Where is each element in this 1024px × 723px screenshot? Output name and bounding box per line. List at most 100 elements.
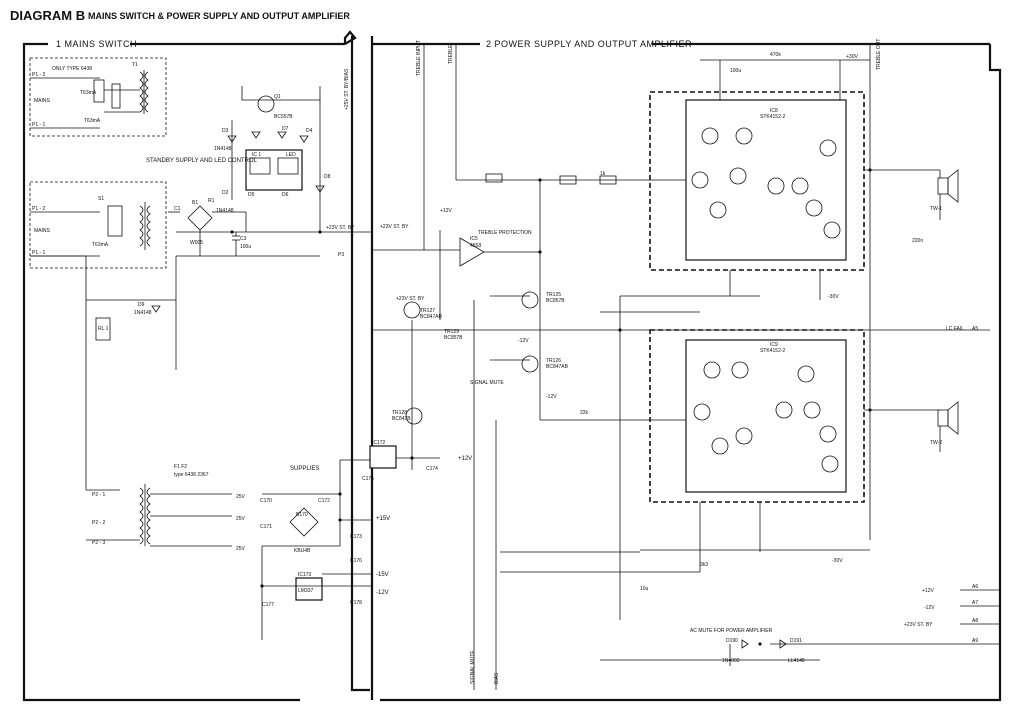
r-470k: 470k bbox=[770, 52, 781, 58]
standby-d7: D7 bbox=[282, 126, 289, 132]
d190-type: 1N4002 bbox=[722, 658, 740, 664]
a6-label: A6 bbox=[972, 584, 978, 590]
output-ic-top bbox=[649, 91, 865, 271]
section-amp-label: 2 POWER SUPPLY AND OUTPUT AMPLIFIER bbox=[486, 39, 692, 49]
treble-input-area bbox=[372, 44, 640, 690]
supplies-c173: C173 bbox=[350, 534, 362, 540]
section-mains-label: 1 MAINS SWITCH bbox=[56, 39, 137, 49]
tr128-type: BC847B bbox=[392, 416, 411, 422]
amp-minus12v-a: -12V bbox=[546, 394, 557, 400]
d9-type: 1N4148 bbox=[134, 310, 152, 316]
port-plus23v: +23V ST. BY bbox=[904, 622, 933, 628]
standby-c3-val: 100u bbox=[240, 244, 251, 250]
supplies-p2c: P2 - 3 bbox=[92, 540, 106, 546]
standby-d5: D5 bbox=[248, 192, 255, 198]
supplies-ic173: IC173 bbox=[298, 572, 312, 578]
signal-mute-label: SIGNAL MUTE bbox=[470, 380, 504, 386]
supplies-f1: F1 F2 bbox=[174, 464, 187, 470]
supplies-ic173-type: LM337 bbox=[298, 588, 314, 594]
supplies-plus12v: +12V bbox=[458, 456, 472, 462]
supplies-c178: C178 bbox=[350, 600, 362, 606]
supplies-c175: C175 bbox=[362, 476, 374, 482]
r-3k3: 3k3 bbox=[700, 562, 708, 568]
standby-d8: D8 bbox=[324, 174, 331, 180]
signal-mute-vertical: SIGNAL MUTE bbox=[470, 650, 476, 684]
a7-label: A7 bbox=[972, 600, 978, 606]
mains-t1: T1 bbox=[132, 62, 138, 68]
relay-area bbox=[30, 255, 177, 370]
treble-label: TREBLE bbox=[448, 44, 454, 64]
mains-label-mid: MAINS bbox=[34, 228, 51, 234]
tr129-label: TR129 bbox=[444, 329, 459, 335]
standby-led: LED bbox=[286, 152, 296, 158]
standby-r1: R1 bbox=[208, 198, 215, 204]
mains-s1: S1 bbox=[98, 196, 104, 202]
tr129-type: BC857B bbox=[444, 335, 463, 341]
supplies-p2a: P2 - 1 bbox=[92, 492, 106, 498]
relay-label: RL 1 bbox=[98, 326, 109, 332]
port-minus12v: -12V bbox=[924, 605, 935, 611]
standby-b1-type: W005 bbox=[190, 240, 203, 246]
supplies-ic172: IC172 bbox=[372, 440, 386, 446]
supplies-b170-type: KBU4B bbox=[294, 548, 311, 554]
ac-mute-label: AC MUTE FOR POWER AMPLIFIER bbox=[690, 628, 773, 634]
supplies-c171: C171 bbox=[260, 524, 272, 530]
ic5-label: IC5 bbox=[470, 236, 478, 242]
tweeter-1 bbox=[937, 169, 959, 220]
c-10u: 10u bbox=[640, 586, 649, 592]
tr126-type: BC847AB bbox=[546, 364, 569, 370]
mains-block-top bbox=[29, 57, 167, 137]
junction-dots bbox=[230, 168, 872, 646]
d191-label: D191 bbox=[790, 638, 802, 644]
standby-circuit bbox=[168, 86, 372, 257]
ic5-type: 4558 bbox=[470, 243, 481, 249]
supplies-minus15v: -15V bbox=[376, 572, 389, 578]
supplies-minus12v: -12V bbox=[376, 590, 389, 596]
supplies-plus15v: +15V bbox=[376, 516, 390, 522]
standby-q1: Q1 bbox=[274, 94, 281, 100]
standby-d2-type: 1N4148 bbox=[216, 208, 234, 214]
a8-label: A8 bbox=[972, 618, 978, 624]
treble-protection-label: TREBLE PROTECTION bbox=[478, 230, 532, 236]
standby-ic1: IC 1 bbox=[252, 152, 261, 158]
d190-label: D190 bbox=[726, 638, 738, 644]
treble-out-label: TREBLE OUT bbox=[876, 39, 882, 70]
c-220n: 220n bbox=[912, 238, 923, 244]
standby-q1-type: BC557B bbox=[274, 114, 293, 120]
supplies-c176: C176 bbox=[350, 558, 362, 564]
output-ic-bottom bbox=[649, 329, 865, 503]
supplies-p2b: P2 - 2 bbox=[92, 520, 106, 526]
mains-label-top: MAINS bbox=[34, 98, 51, 104]
amp-plus23v-st: +23V ST. BY bbox=[396, 296, 425, 302]
standby-d4: D4 bbox=[306, 128, 313, 134]
diagram-title: DIAGRAM B bbox=[10, 8, 85, 23]
supplies-label: SUPPLIES bbox=[290, 466, 319, 472]
tr125-type: BC857B bbox=[546, 298, 565, 304]
standby-b1: B1 bbox=[192, 200, 198, 206]
bias-vertical: BIAS bbox=[494, 672, 500, 684]
standby-d2: D2 bbox=[222, 190, 229, 196]
standby-c3: C3 bbox=[240, 236, 247, 242]
standby-c1: C1 bbox=[174, 206, 181, 212]
standby-d6: D6 bbox=[282, 192, 289, 198]
ic-top-type: STK4152-2 bbox=[760, 114, 786, 120]
standby-d3: D3 bbox=[222, 128, 229, 134]
d191-type: LL4148 bbox=[788, 658, 805, 664]
lc-fail-label: LC FAIL bbox=[946, 326, 964, 332]
amp-minus12v-b: -12V bbox=[518, 338, 529, 344]
tweeter-2 bbox=[937, 401, 959, 452]
tr127-type: BC847AB bbox=[420, 314, 443, 320]
plus30v-a: +30V bbox=[846, 54, 858, 60]
port-plus12v: +12V bbox=[922, 588, 934, 594]
supplies-c174: C174 bbox=[426, 466, 438, 472]
standby-p3: P3 bbox=[338, 252, 344, 258]
standby-label: STANDBY SUPPLY AND LED CONTROL bbox=[146, 158, 258, 164]
mains-p-top-b: P1 - 1 bbox=[32, 122, 46, 128]
mains-p-mid-a: P1 - 2 bbox=[32, 206, 46, 212]
treble-amp-supply: +25V ST. BY/BIAS bbox=[344, 68, 350, 110]
standby-plus23v: +23V ST. BY bbox=[326, 225, 355, 231]
mains-only-type: ONLY TYPE 6438 bbox=[52, 66, 92, 72]
a9-label: A9 bbox=[972, 638, 978, 644]
tweeter-1-label: TW-1 bbox=[930, 206, 942, 212]
